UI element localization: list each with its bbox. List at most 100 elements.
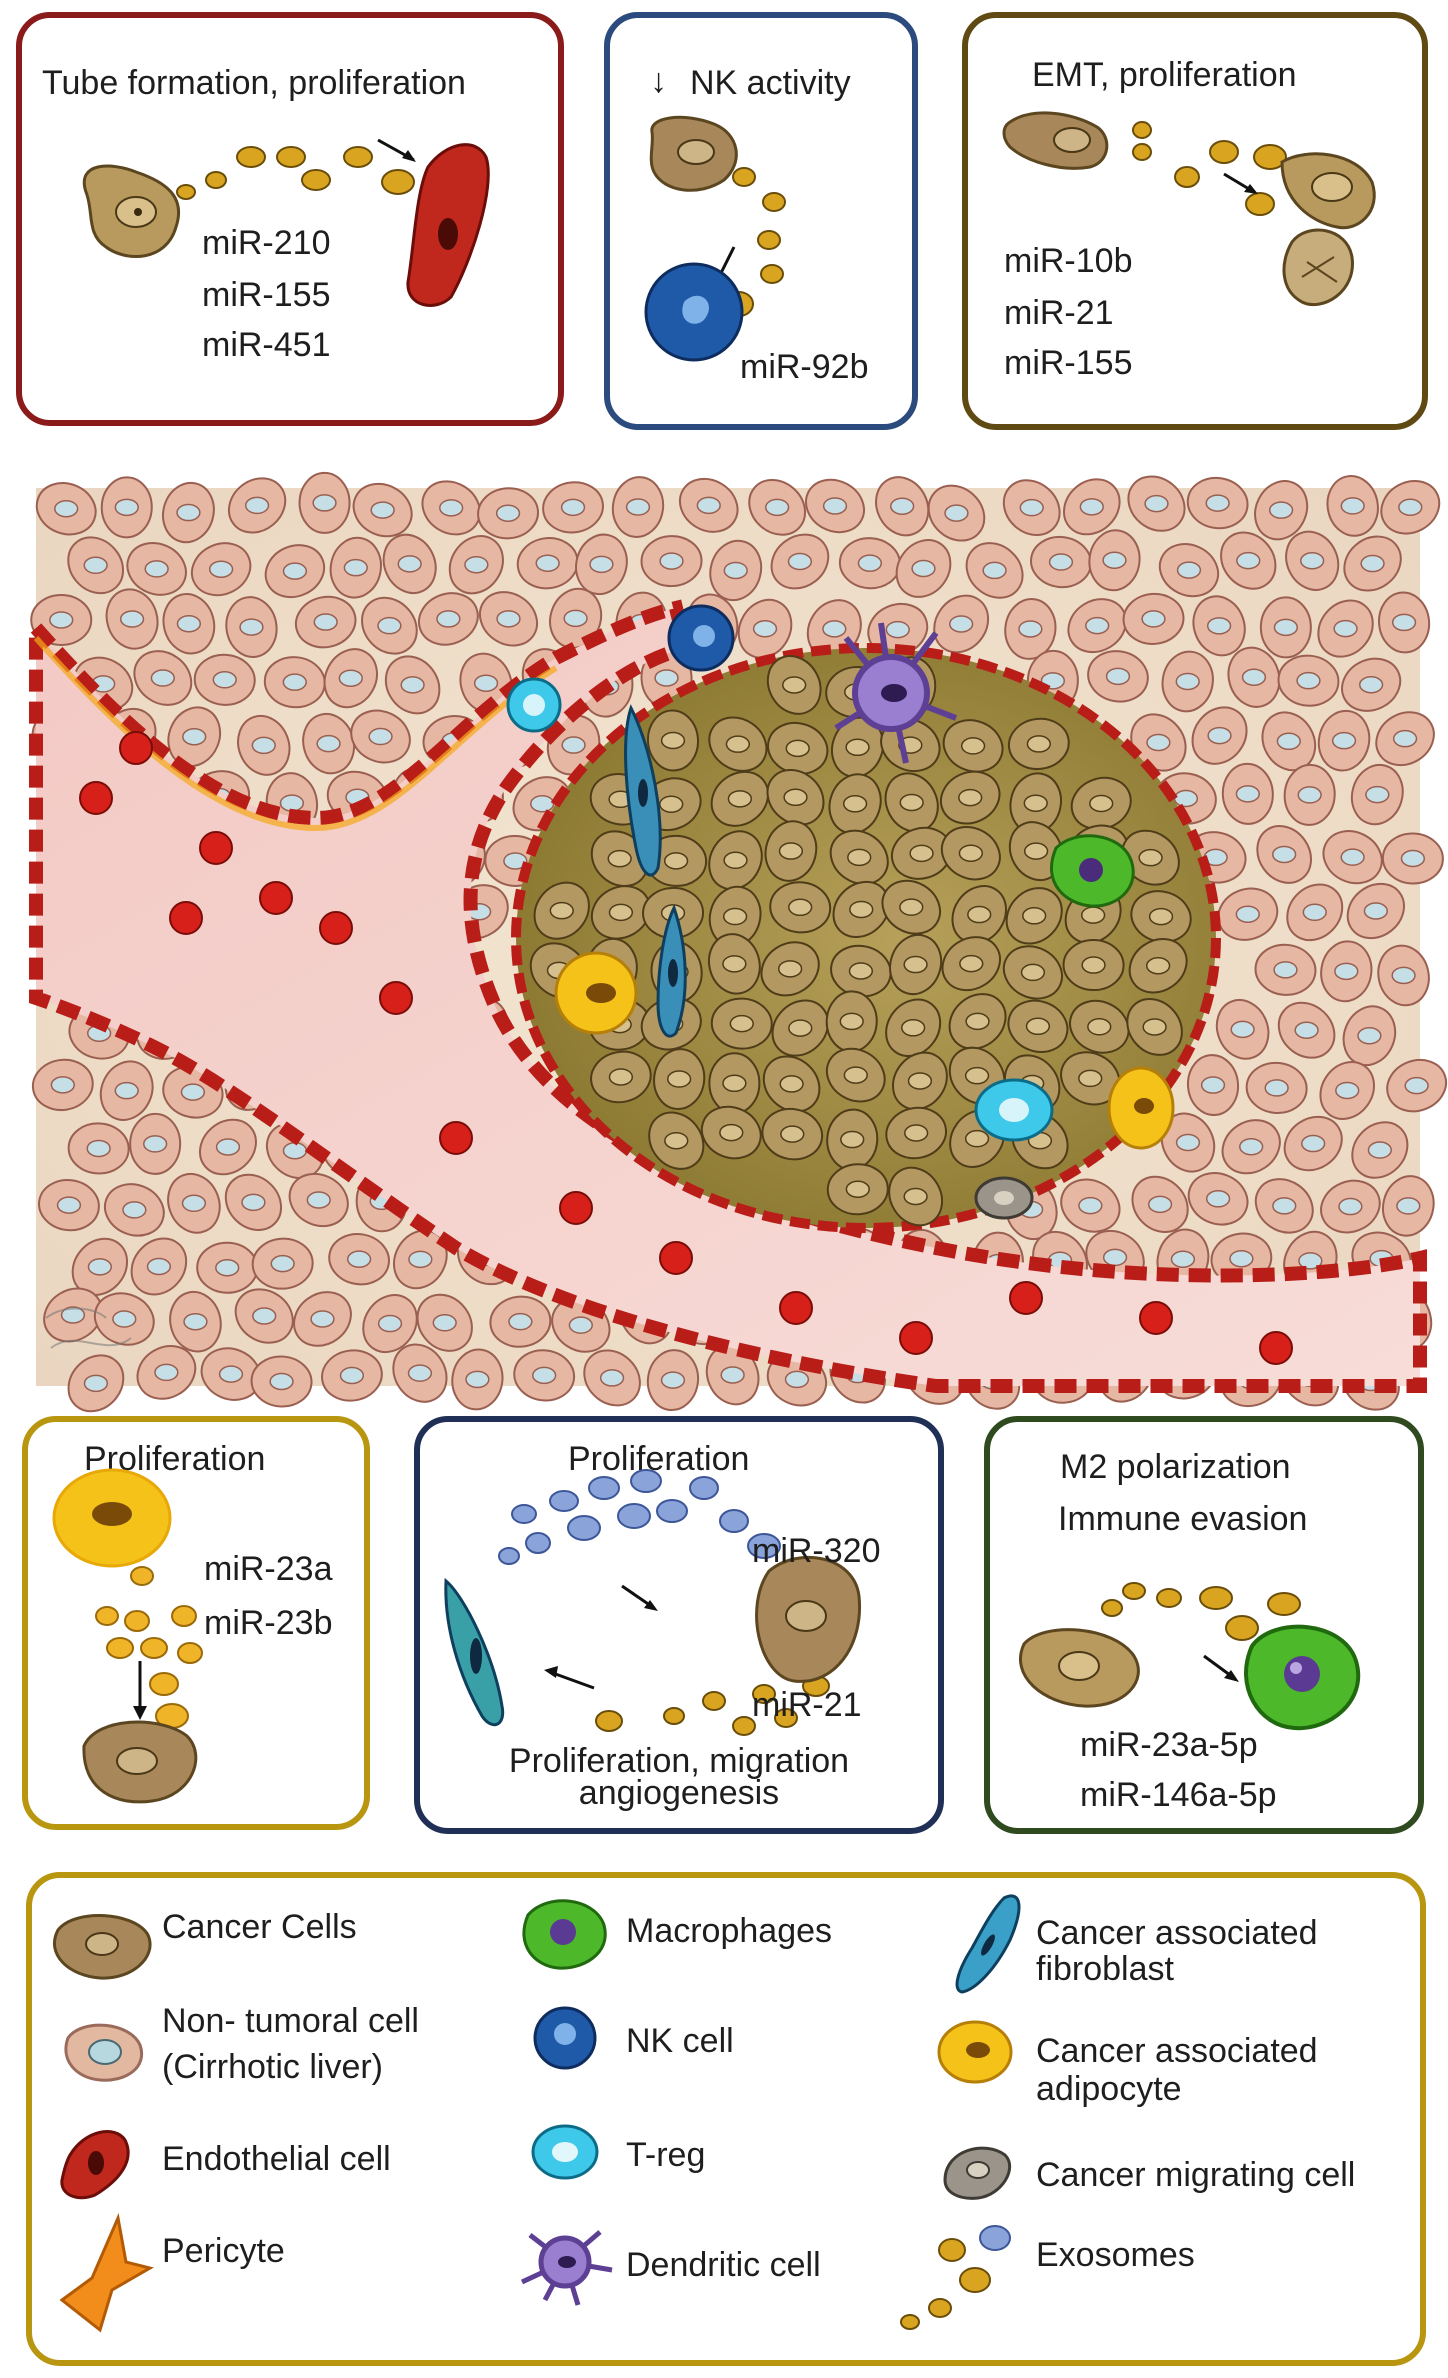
cancer-cell-icon bbox=[82, 164, 181, 258]
non-tumoral-cell-icon bbox=[1245, 1061, 1308, 1114]
non-tumoral-cell-icon bbox=[1186, 476, 1249, 530]
cancer-cell-icon bbox=[1007, 717, 1070, 771]
fibroblast-icon bbox=[656, 904, 687, 1038]
cancer-cell-icon bbox=[653, 1048, 706, 1110]
macrophage-panel-title-2: Immune evasion bbox=[1058, 1500, 1308, 1538]
non-tumoral-cell-icon bbox=[1378, 591, 1431, 654]
red-blood-cells bbox=[79, 731, 1293, 1365]
adipocyte-icon bbox=[937, 2020, 1013, 2084]
angiogenesis-mirna-3: miR-451 bbox=[202, 326, 331, 364]
non-tumoral-cell-icon bbox=[770, 533, 830, 590]
non-tumoral-cell-icon bbox=[200, 1347, 262, 1401]
non-tumoral-cell-icon bbox=[583, 1349, 641, 1407]
nk-cell-icon bbox=[644, 262, 744, 362]
legend-label-exosomes: Exosomes bbox=[1036, 2236, 1195, 2274]
nk-illustration bbox=[644, 115, 786, 362]
legend-label-macrophages: Macrophages bbox=[626, 1912, 833, 1950]
non-tumoral-cell-icon bbox=[67, 1122, 130, 1175]
cancer-cell-icon bbox=[590, 830, 649, 888]
legend-label-dendritic: Dendritic cell bbox=[626, 2246, 821, 2284]
cancer-cell-icon bbox=[1002, 945, 1063, 1000]
non-tumoral-cell-icon bbox=[705, 1344, 760, 1406]
cancer-cell-icon bbox=[825, 1047, 886, 1103]
non-tumoral-cell-icon bbox=[748, 478, 807, 536]
non-tumoral-cell-icon bbox=[1381, 1175, 1435, 1237]
non-tumoral-cell-icon bbox=[549, 587, 603, 649]
non-tumoral-cell-icon bbox=[805, 478, 865, 534]
non-tumoral-cell-icon bbox=[162, 481, 215, 544]
non-tumoral-cell-icon bbox=[350, 709, 411, 764]
adipocyte-icon bbox=[554, 951, 638, 1035]
non-tumoral-cell-icon bbox=[1127, 475, 1186, 532]
non-tumoral-cell-icon bbox=[362, 1294, 418, 1354]
exosome-icon bbox=[595, 1675, 830, 1736]
non-tumoral-cell-icon bbox=[678, 477, 739, 533]
non-tumoral-cell-icon bbox=[130, 1237, 188, 1296]
blood-vessel bbox=[29, 599, 1427, 1393]
non-tumoral-cell-icon bbox=[1326, 475, 1379, 537]
endothelial-cell-icon bbox=[406, 143, 490, 307]
non-tumoral-cell-icon bbox=[489, 1295, 552, 1348]
cancer-cell-icon bbox=[1126, 997, 1183, 1056]
non-tumoral-cell-icon bbox=[575, 533, 628, 596]
non-tumoral-cell-icon bbox=[167, 706, 222, 768]
nk-title: NK activity bbox=[690, 64, 851, 102]
adipocyte-mirna-2: miR-23b bbox=[204, 1604, 333, 1642]
legend-label-caa: Cancer associated bbox=[1036, 2032, 1318, 2070]
angiogenesis-mirna-2: miR-155 bbox=[202, 276, 331, 314]
pericyte-icon bbox=[59, 2212, 154, 2333]
legend-label-caf: Cancer associated bbox=[1036, 1914, 1318, 1952]
non-tumoral-cell-icon bbox=[67, 536, 125, 595]
treg-icon bbox=[531, 2124, 599, 2180]
non-tumoral-cell-icon bbox=[100, 476, 153, 539]
emt-mirna-1: miR-10b bbox=[1004, 242, 1133, 280]
nk-down-arrow-icon: ↓ bbox=[650, 62, 667, 100]
non-tumoral-cell-icon bbox=[646, 1349, 700, 1412]
red-blood-cell bbox=[1139, 1301, 1173, 1335]
non-tumoral-cell-icon bbox=[224, 1173, 283, 1231]
exosome-icon bbox=[176, 146, 415, 200]
non-tumoral-cell-icon bbox=[1192, 595, 1246, 657]
fibroblast-illustration bbox=[444, 1469, 862, 1736]
non-tumoral-cell-icon bbox=[1319, 1061, 1375, 1120]
non-tumoral-cell-icon bbox=[1320, 1179, 1381, 1234]
non-tumoral-cell-icon bbox=[129, 1112, 182, 1175]
non-tumoral-cell-icon bbox=[1187, 1172, 1249, 1226]
cancer-cell-icon bbox=[766, 769, 825, 826]
cancer-cell-icon bbox=[755, 1555, 862, 1683]
dendritic-cell-icon bbox=[834, 622, 958, 764]
non-tumoral-cell-icon bbox=[1346, 882, 1405, 940]
cancer-cell-icon bbox=[885, 1106, 948, 1160]
non-tumoral-cell-icon bbox=[190, 542, 252, 597]
cancer-cell-icon bbox=[708, 1052, 761, 1115]
angiogenesis-title: Tube formation, proliferation bbox=[42, 64, 466, 102]
non-tumoral-cell-icon bbox=[933, 594, 990, 654]
fibroblast-caption-line2: angiogenesis bbox=[578, 1774, 780, 1812]
cancer-cell-icon bbox=[82, 1720, 198, 1804]
non-tumoral-cell-icon bbox=[1087, 650, 1149, 703]
red-blood-cell bbox=[439, 1121, 473, 1155]
angiogenesis-mirna-1: miR-210 bbox=[202, 224, 331, 262]
non-tumoral-cell-icon bbox=[1320, 940, 1373, 1003]
tumor-microenvironment-illustration bbox=[29, 471, 1448, 1413]
macrophage-mirna-1: miR-23a-5p bbox=[1080, 1726, 1258, 1764]
non-tumoral-cell-icon bbox=[393, 1229, 448, 1290]
non-tumoral-cell-icon bbox=[1317, 709, 1371, 772]
non-tumoral-cell-icon bbox=[250, 1355, 313, 1408]
fibroblast-icon bbox=[955, 1894, 1021, 1994]
cancer-cell-icon bbox=[708, 716, 768, 772]
cancer-cell-icon bbox=[1069, 999, 1130, 1054]
non-tumoral-cell-icon bbox=[227, 477, 287, 534]
non-tumoral-cell-icon bbox=[416, 1293, 473, 1352]
non-tumoral-cell-icon bbox=[1254, 480, 1309, 541]
cancer-cell-icon bbox=[948, 993, 1007, 1050]
non-tumoral-cell-icon bbox=[1215, 999, 1270, 1060]
artist-signature bbox=[45, 1307, 132, 1349]
non-tumoral-cell-icon bbox=[895, 539, 952, 598]
cancer-cell-icon bbox=[890, 826, 953, 880]
non-tumoral-cell-icon bbox=[193, 653, 256, 706]
non-tumoral-cell-icon bbox=[71, 1237, 129, 1296]
non-tumoral-cell-icon bbox=[1131, 1175, 1189, 1233]
emt-title: EMT, proliferation bbox=[1032, 56, 1297, 94]
cancer-cell-icon bbox=[832, 880, 890, 938]
